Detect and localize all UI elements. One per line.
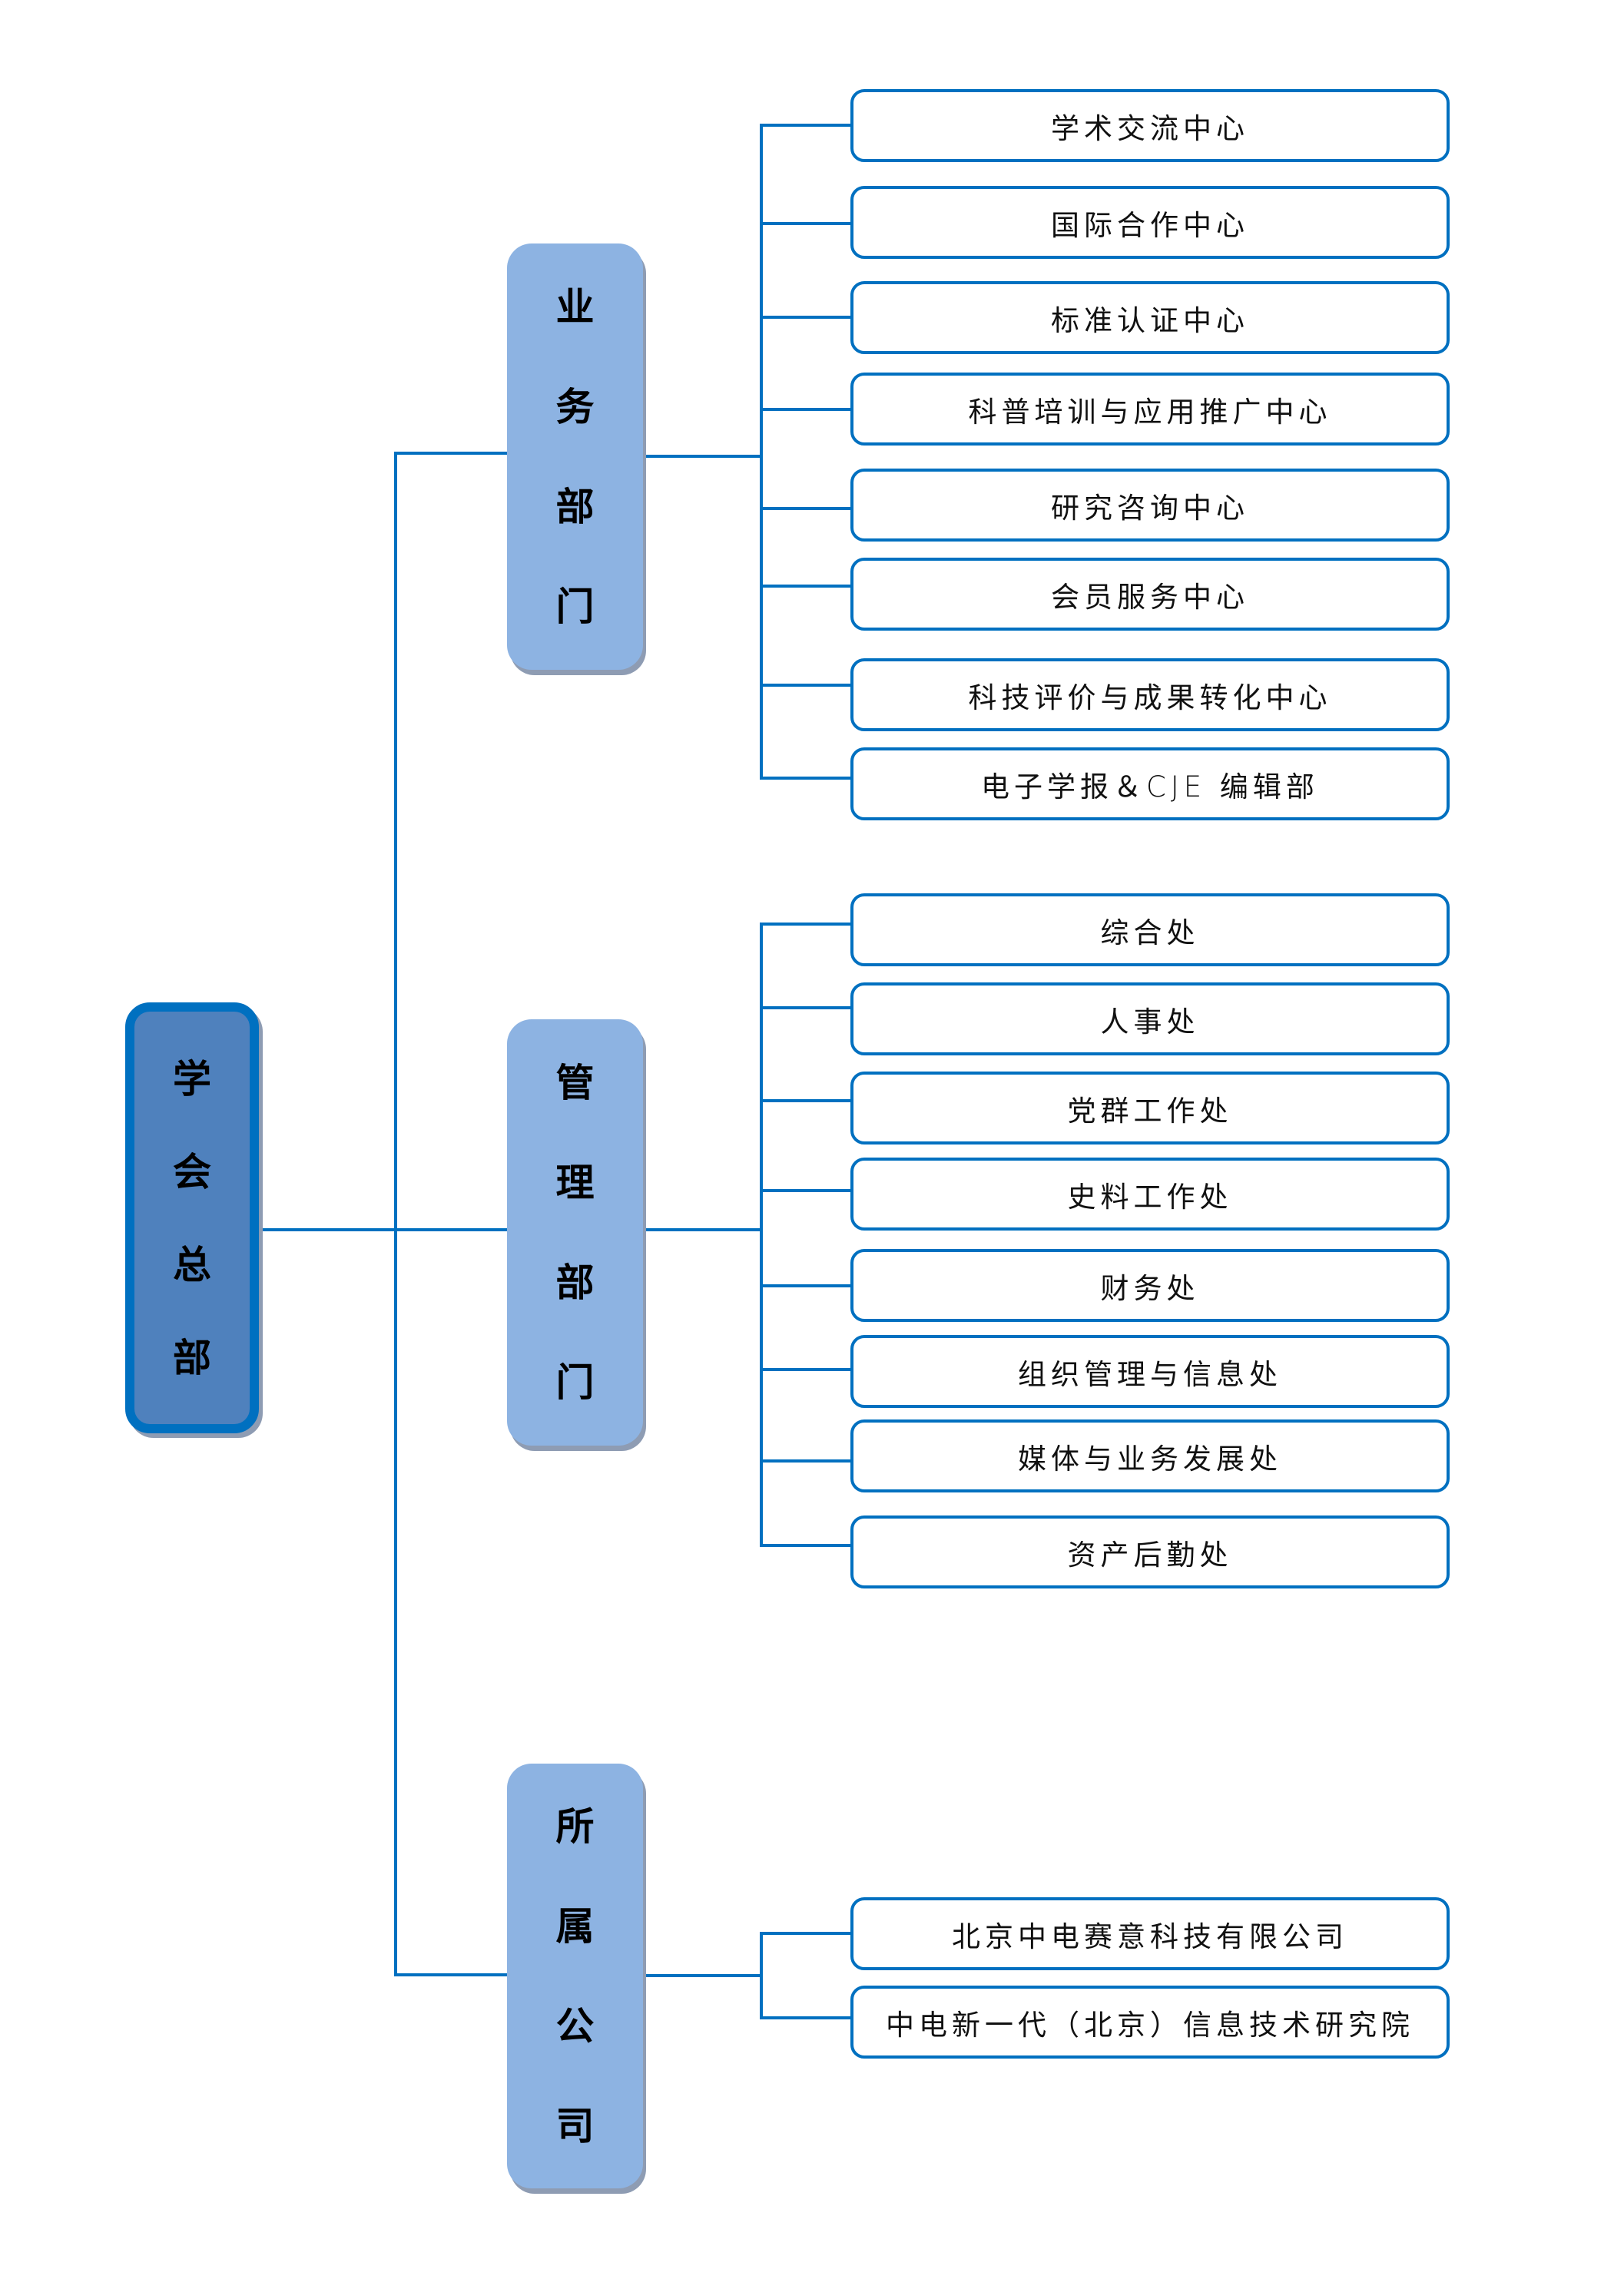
unit-label: 电子学报＆CJE 编辑部 (981, 770, 1319, 803)
category-char: 部 (555, 1259, 595, 1305)
unit-label: 人事处 (1100, 1005, 1200, 1038)
unit-label: 北京中电赛意科技有限公司 (952, 1920, 1348, 1953)
unit-node[interactable]: 国际合作中心 (850, 186, 1450, 259)
root-char: 部 (173, 1334, 211, 1380)
unit-label: 研究咨询中心 (1051, 491, 1249, 525)
unit-node[interactable]: 资产后勤处 (850, 1516, 1450, 1588)
category-char: 司 (555, 2102, 595, 2148)
root-char: 会 (173, 1148, 211, 1194)
category-char: 理 (555, 1159, 595, 1205)
category-char: 属 (555, 1903, 595, 1949)
unit-label: 党群工作处 (1067, 1094, 1233, 1128)
unit-node[interactable]: 研究咨询中心 (850, 469, 1450, 542)
unit-label: 资产后勤处 (1067, 1538, 1233, 1572)
unit-label: 史料工作处 (1067, 1180, 1233, 1214)
unit-label: 科技评价与成果转化中心 (968, 681, 1332, 714)
unit-label: 国际合作中心 (1051, 208, 1249, 242)
unit-node[interactable]: 组织管理与信息处 (850, 1335, 1450, 1408)
unit-label: 标准认证中心 (1051, 303, 1249, 337)
unit-label: 组织管理与信息处 (1018, 1357, 1282, 1391)
unit-label: 媒体与业务发展处 (1018, 1442, 1282, 1476)
root-node[interactable]: 学 会 总 部 (125, 1002, 259, 1433)
unit-node[interactable]: 科技评价与成果转化中心 (850, 658, 1450, 731)
category-char: 门 (555, 1359, 595, 1405)
category-char: 所 (555, 1803, 595, 1849)
root-char: 总 (173, 1241, 211, 1287)
unit-label: 中电新一代（北京）信息技术研究院 (886, 2008, 1414, 2042)
category-char: 管 (555, 1059, 595, 1105)
root-char: 学 (173, 1055, 211, 1101)
unit-node[interactable]: 会员服务中心 (850, 558, 1450, 631)
unit-node[interactable]: 学术交流中心 (850, 89, 1450, 162)
unit-node[interactable]: 媒体与业务发展处 (850, 1419, 1450, 1492)
category-char: 公 (555, 2002, 595, 2049)
category-char: 务 (555, 383, 595, 429)
unit-node[interactable]: 科普培训与应用推广中心 (850, 373, 1450, 446)
unit-label: 学术交流中心 (1051, 111, 1249, 145)
category-node-management[interactable]: 管 理 部 门 (507, 1019, 643, 1446)
category-char: 门 (555, 583, 595, 629)
unit-label: 科普培训与应用推广中心 (968, 395, 1332, 429)
unit-label: 综合处 (1100, 916, 1200, 949)
unit-node[interactable]: 人事处 (850, 982, 1450, 1055)
unit-node[interactable]: 综合处 (850, 893, 1450, 966)
category-node-business[interactable]: 业 务 部 门 (507, 243, 643, 670)
category-char: 部 (555, 483, 595, 529)
unit-node[interactable]: 中电新一代（北京）信息技术研究院 (850, 1986, 1450, 2059)
unit-node[interactable]: 北京中电赛意科技有限公司 (850, 1897, 1450, 1970)
unit-label: 会员服务中心 (1051, 580, 1249, 614)
unit-node[interactable]: 财务处 (850, 1249, 1450, 1322)
unit-node[interactable]: 标准认证中心 (850, 281, 1450, 354)
unit-node[interactable]: 党群工作处 (850, 1072, 1450, 1144)
unit-node[interactable]: 史料工作处 (850, 1158, 1450, 1231)
unit-label: 财务处 (1100, 1271, 1200, 1305)
category-node-affiliates[interactable]: 所 属 公 司 (507, 1764, 643, 2188)
category-char: 业 (555, 283, 595, 330)
unit-node[interactable]: 电子学报＆CJE 编辑部 (850, 747, 1450, 820)
